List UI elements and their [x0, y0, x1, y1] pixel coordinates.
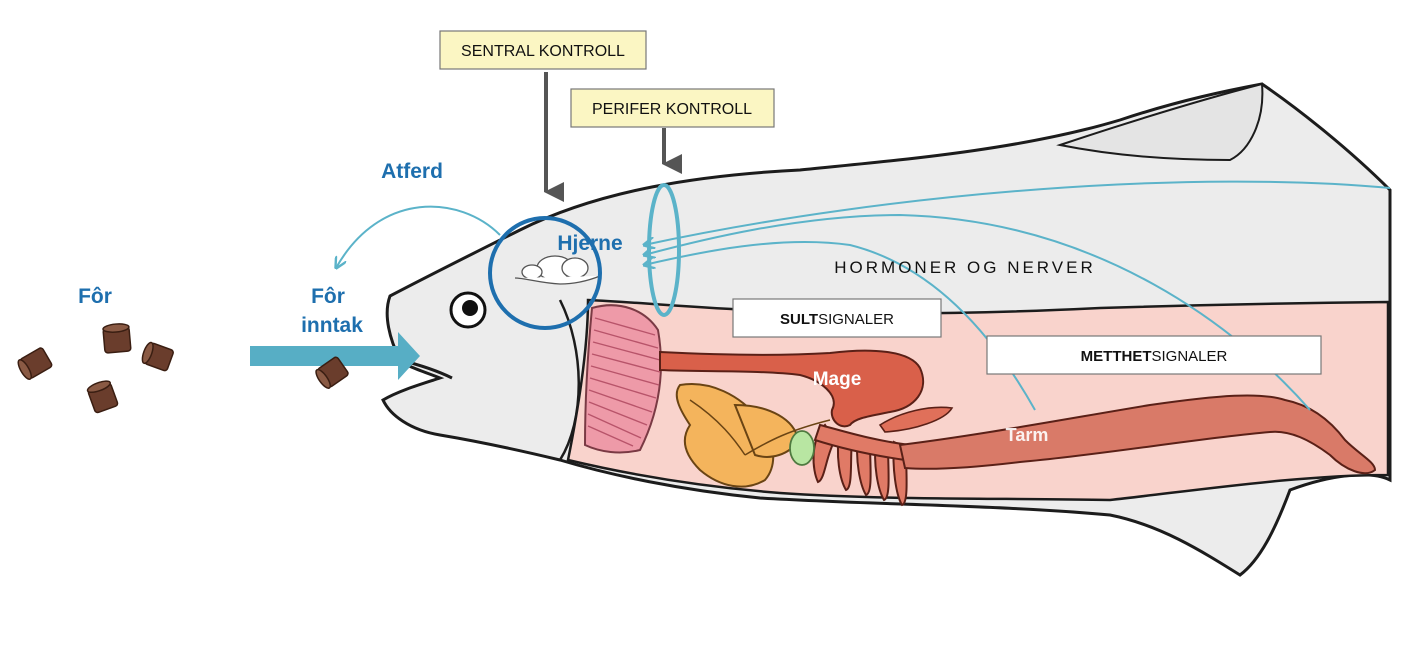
hunger-signals-label: SULTSIGNALER	[780, 311, 894, 328]
stomach	[659, 349, 925, 428]
satiety-rest: SIGNALER	[1151, 348, 1227, 365]
behaviour-label: Atferd	[381, 160, 443, 183]
peripheral-control-label: PERIFER KONTROLL	[592, 101, 752, 118]
intake-label-line1: Fôr	[311, 285, 345, 308]
behaviour-arrow	[336, 205, 501, 268]
central-control-label: SENTRAL KONTROLL	[461, 43, 625, 60]
satiety-bold: METTHET	[1081, 348, 1152, 365]
brain-label: Hjerne	[557, 232, 622, 255]
stomach-label: Mage	[813, 369, 862, 390]
intestine	[898, 394, 1377, 475]
central-control-box	[439, 30, 647, 70]
brain-circle	[488, 216, 602, 330]
intake-label-line2: inntak	[301, 314, 363, 337]
fish-pupil	[462, 300, 478, 316]
satiety-signals-label: METTHETSIGNALER	[1081, 348, 1228, 365]
hormones-label: HORMONER OG NERVER	[834, 258, 1096, 277]
gills	[583, 304, 662, 454]
bile-duct	[689, 399, 831, 456]
pyloric-caeca	[812, 423, 912, 507]
hunger-signals-box	[732, 298, 942, 338]
hunger-rest: SIGNALER	[818, 311, 894, 328]
spleen	[878, 406, 954, 433]
gallbladder	[789, 430, 815, 466]
gill-lines	[587, 317, 661, 447]
brain-icon	[514, 255, 601, 285]
operculum-line	[558, 299, 580, 461]
feed-pellets	[17, 323, 349, 414]
dorsal-fin	[1056, 82, 1264, 162]
satiety-signals-box	[986, 335, 1322, 375]
intake-arrow	[250, 332, 420, 380]
intestine-label: Tarm	[1006, 425, 1049, 445]
feed-label: Fôr	[78, 285, 112, 308]
hunger-bold: SULT	[780, 311, 818, 328]
peripheral-control-box	[570, 88, 775, 128]
